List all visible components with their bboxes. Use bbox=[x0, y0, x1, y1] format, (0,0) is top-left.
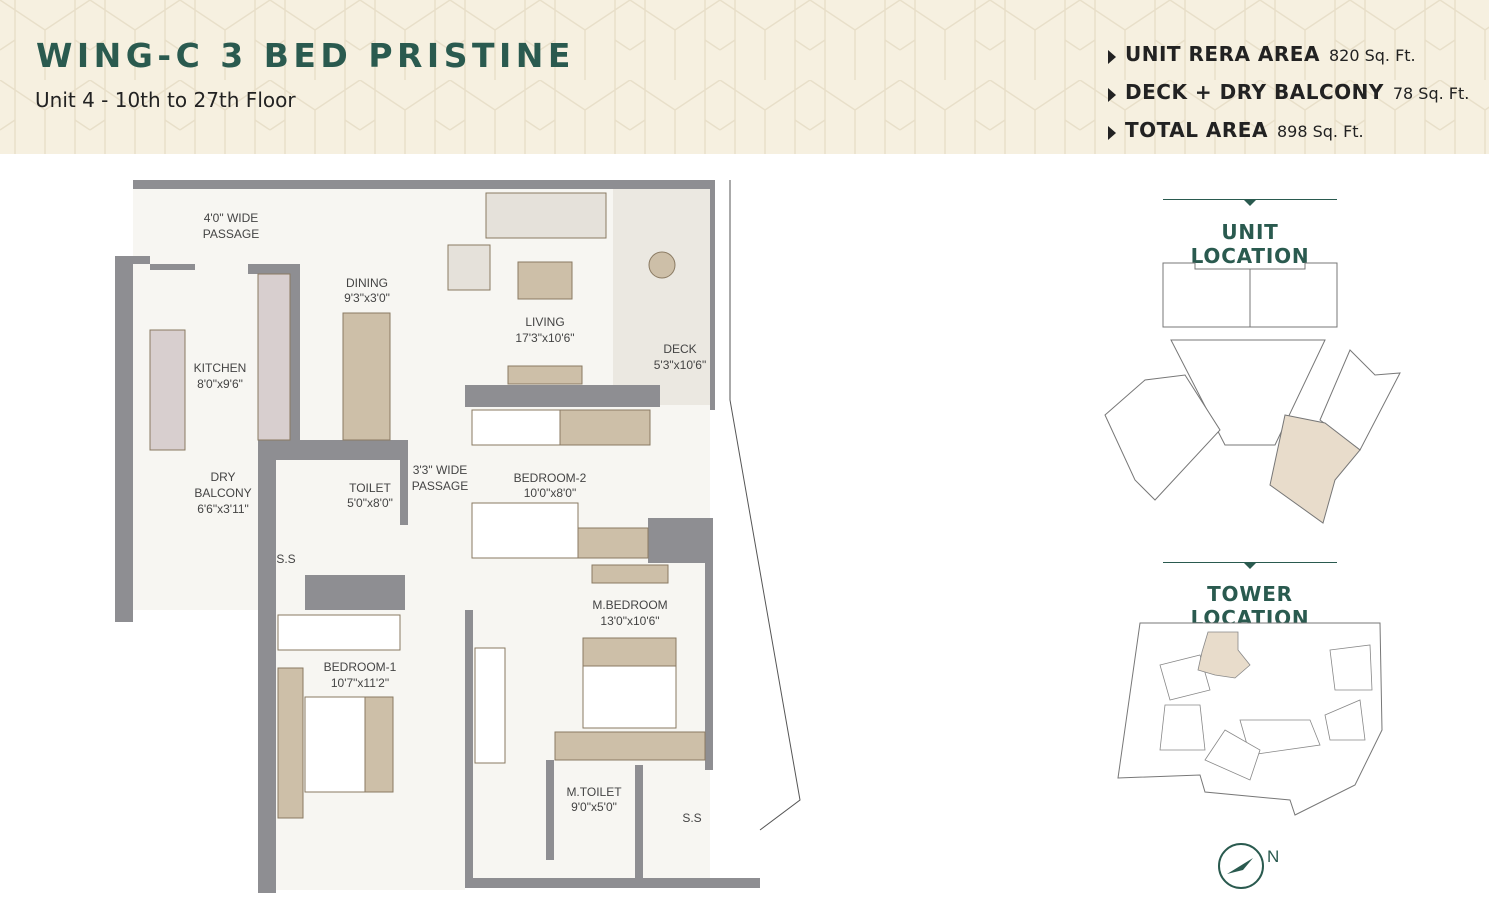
area-row-total: TOTAL AREA 898 Sq. Ft. bbox=[1108, 118, 1469, 154]
unit-location-heading: UNIT LOCATION bbox=[1190, 220, 1310, 268]
room-size: 8'0"x9'6" bbox=[197, 377, 243, 391]
terrace-outline bbox=[729, 180, 801, 831]
master-bed-headboard bbox=[582, 637, 677, 667]
room-label: BEDROOM-2 bbox=[514, 471, 587, 485]
tower-location-map bbox=[1117, 622, 1383, 816]
deck-floor bbox=[613, 185, 713, 405]
walls bbox=[115, 180, 760, 893]
master-side-unit bbox=[554, 731, 706, 761]
floor-plan: 4'0" WIDE PASSAGE DINING 9'3"x3'0" LIVIN… bbox=[115, 180, 801, 893]
room-label: 4'0" WIDE bbox=[204, 211, 259, 225]
deck-table bbox=[648, 251, 676, 279]
armchair bbox=[447, 244, 491, 291]
room-label: KITCHEN bbox=[194, 361, 247, 375]
room-label: PASSAGE bbox=[203, 227, 259, 241]
room-label: BEDROOM-1 bbox=[324, 660, 397, 674]
room-label: TOILET bbox=[349, 481, 391, 495]
room-size: 10'7"x11'2" bbox=[331, 676, 389, 690]
triangle-bullet-icon bbox=[1108, 126, 1116, 140]
room-label: DINING bbox=[346, 276, 388, 290]
master-tv-unit bbox=[591, 564, 669, 584]
bedroom1-side-unit bbox=[277, 667, 304, 819]
room-label: M.TOILET bbox=[566, 785, 622, 799]
unit-location-map bbox=[1104, 262, 1401, 524]
bedroom1-headboard bbox=[364, 696, 394, 793]
kitchen-counter bbox=[257, 273, 291, 441]
furniture bbox=[149, 192, 706, 819]
bedroom1-wardrobe bbox=[277, 614, 401, 651]
bedroom2-bed bbox=[471, 502, 579, 559]
room-label: DECK bbox=[663, 342, 696, 356]
compass-icon: N bbox=[1218, 843, 1279, 889]
room-label: DRY bbox=[210, 470, 235, 484]
triangle-bullet-icon bbox=[1108, 50, 1116, 64]
compass-north-label: N bbox=[1267, 847, 1279, 866]
area-label: UNIT RERA AREA bbox=[1125, 42, 1320, 66]
area-label: DECK + DRY BALCONY bbox=[1125, 80, 1384, 104]
header-banner: WING-C 3 BED PRISTINE Unit 4 - 10th to 2… bbox=[0, 0, 1489, 154]
room-size: 5'3"x10'6" bbox=[654, 358, 706, 372]
area-value: 898 Sq. Ft. bbox=[1276, 122, 1364, 141]
coffee-table bbox=[517, 261, 573, 300]
room-label: M.BEDROOM bbox=[592, 598, 667, 612]
dining-table bbox=[342, 312, 391, 441]
divider bbox=[1163, 199, 1337, 206]
room-labels: 4'0" WIDE PASSAGE DINING 9'3"x3'0" LIVIN… bbox=[194, 211, 707, 825]
room-label: PASSAGE bbox=[412, 479, 468, 493]
area-summary: UNIT RERA AREA 820 Sq. Ft. DECK + DRY BAL… bbox=[1108, 42, 1469, 154]
triangle-bullet-icon bbox=[1108, 88, 1116, 102]
highlighted-unit bbox=[1269, 414, 1361, 524]
room-label: 3'3" WIDE bbox=[413, 463, 468, 477]
room-size: 6'6"x3'11" bbox=[197, 502, 249, 516]
area-row-rera: UNIT RERA AREA 820 Sq. Ft. bbox=[1108, 42, 1469, 80]
highlighted-wing bbox=[1197, 631, 1251, 679]
page-title: WING-C 3 BED PRISTINE bbox=[36, 36, 575, 75]
bedroom2-desk bbox=[559, 409, 651, 446]
room-size: 10'0"x8'0" bbox=[524, 486, 576, 500]
room-size: 17'3"x10'6" bbox=[515, 331, 574, 345]
area-row-deck: DECK + DRY BALCONY 78 Sq. Ft. bbox=[1108, 80, 1469, 118]
room-size: 13'0"x10'6" bbox=[600, 614, 659, 628]
sofa bbox=[485, 192, 607, 239]
room-size: 5'0"x8'0" bbox=[347, 496, 393, 510]
bedroom2-wardrobe bbox=[471, 409, 561, 446]
room-size: 9'3"x3'0" bbox=[344, 291, 390, 305]
room-label: BALCONY bbox=[194, 486, 251, 500]
kitchen-counter-2 bbox=[149, 329, 186, 451]
tv-unit bbox=[507, 365, 583, 385]
room-label: LIVING bbox=[525, 315, 564, 329]
area-value: 820 Sq. Ft. bbox=[1328, 46, 1416, 65]
header-pattern bbox=[0, 0, 1489, 154]
room-size: 9'0"x5'0" bbox=[571, 800, 617, 814]
bedroom2-unit bbox=[577, 527, 649, 559]
area-label: TOTAL AREA bbox=[1125, 118, 1268, 142]
room-label: S.S bbox=[682, 811, 701, 825]
unit-subtitle: Unit 4 - 10th to 27th Floor bbox=[35, 88, 296, 112]
divider bbox=[1163, 562, 1337, 569]
master-wardrobe bbox=[474, 647, 506, 764]
area-value: 78 Sq. Ft. bbox=[1392, 84, 1470, 103]
room-label: S.S bbox=[276, 552, 295, 566]
